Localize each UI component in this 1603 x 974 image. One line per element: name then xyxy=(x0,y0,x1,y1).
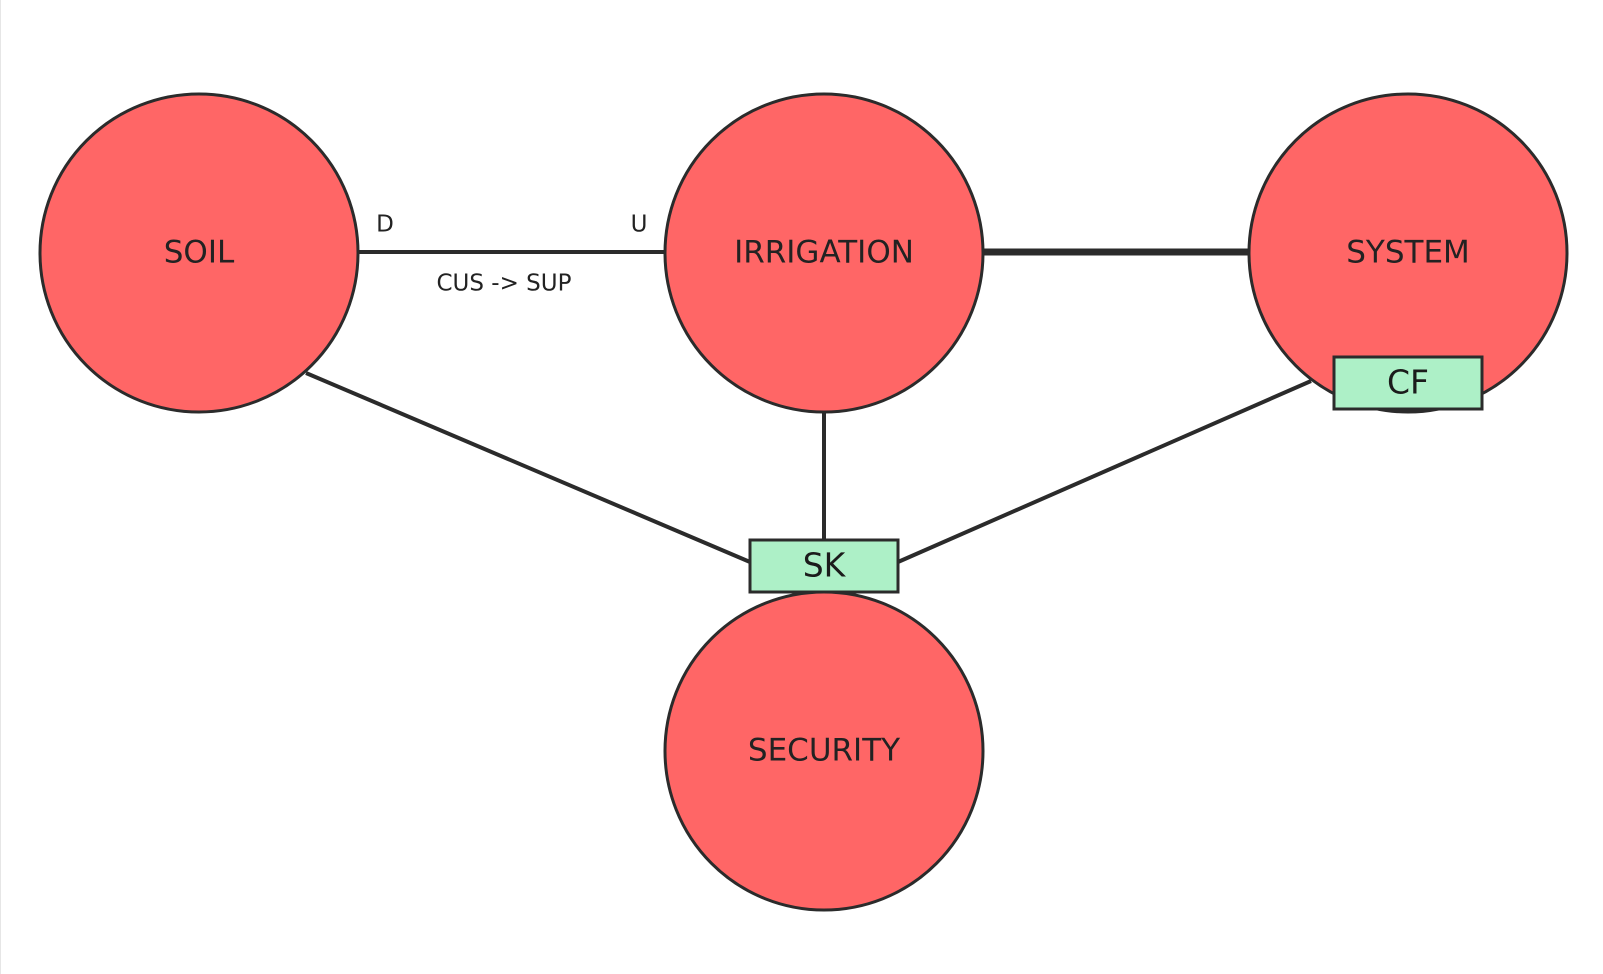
node-security[interactable]: SECURITY xyxy=(663,590,985,912)
edge-system-sk[interactable] xyxy=(897,379,1312,564)
tag-sk-label: SK xyxy=(803,546,847,585)
node-irrigation-label: IRRIGATION xyxy=(734,235,914,271)
relationship-label: CUS -> SUP xyxy=(437,271,572,297)
tag-sk[interactable]: SK xyxy=(748,538,900,594)
edge-soil-sk[interactable] xyxy=(305,371,751,564)
node-system-label: SYSTEM xyxy=(1346,235,1470,271)
canvas-left-border xyxy=(0,0,1,974)
tag-cf-label: CF xyxy=(1387,363,1429,402)
node-soil[interactable]: SOIL xyxy=(38,92,360,414)
tag-cf[interactable]: CF xyxy=(1332,355,1484,411)
node-system[interactable]: SYSTEM xyxy=(1247,92,1569,414)
node-soil-label: SOIL xyxy=(164,235,235,271)
upstream-marker: U xyxy=(631,212,648,238)
node-security-label: SECURITY xyxy=(748,733,900,769)
node-irrigation[interactable]: IRRIGATION xyxy=(663,92,985,414)
downstream-marker: D xyxy=(376,212,394,238)
